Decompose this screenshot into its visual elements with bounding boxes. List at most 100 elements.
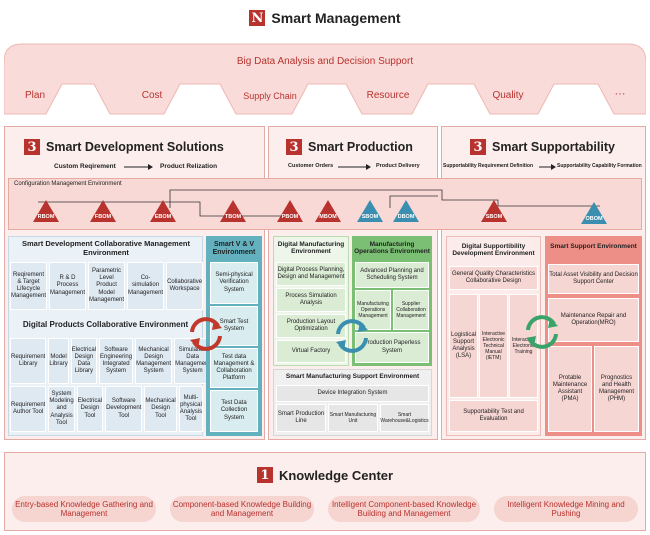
bom-node-pbom-label: PBOM (282, 214, 299, 220)
requirement-author-tile: Requirement Author Tool (10, 386, 47, 432)
sup-flow-from: Supportability Requirement Definition (443, 163, 534, 169)
dev-flow-arrow (124, 164, 153, 170)
production-layout-tile: Production Layout Optimization (276, 314, 346, 338)
dev-flow-to: Product Relization (160, 163, 218, 170)
dev-collab-title: Smart Development Collaborative Manageme… (22, 239, 190, 257)
prod-flow-to: Product Delivery (376, 163, 420, 169)
sup-header: 3 Smart Supportability (470, 139, 615, 155)
co-simulation-tile: Co-simulation Management (127, 262, 165, 310)
digital-process-tile: Digital Process Planning, Design and Man… (276, 262, 346, 286)
model-library-tile: Model Library (48, 338, 69, 384)
phm-tile: Prognostics and Health Management (PHM) (594, 346, 639, 432)
knowledge-center-badge: 1 (256, 467, 273, 483)
bom-node-sbom-label: SBOM (486, 214, 503, 220)
device-integration-tile: Device Integration System (276, 385, 429, 402)
smart-management-header: N Smart Management (4, 10, 646, 26)
virtual-factory-tile: Virtual Factory (276, 340, 346, 363)
prod-badge: 3 (286, 139, 302, 155)
dev-row2: Requirement Library Model Library Electr… (10, 338, 212, 384)
lsa-tile: Logistical Support Analysis (LSA) (449, 294, 478, 398)
moe-title: Manufacturing Operations Environment (354, 241, 430, 256)
prod-cycle-icon (336, 319, 368, 353)
prod-flow-arrow (338, 164, 371, 170)
mgmt-item-cost: Cost (141, 90, 163, 101)
sup-cycle-icon (526, 315, 558, 349)
prod-flow-from: Customer Orders (288, 163, 334, 169)
bom-node-ebom-triangle (150, 200, 176, 222)
bom-node-pbom-triangle (277, 200, 303, 222)
sup-badge: 3 (470, 139, 486, 155)
bom-node-obom-label: OBOM (585, 216, 603, 222)
simulation-data-mgmt-tile: Simulation Data Management System (174, 338, 212, 384)
bom-node-dbom-label: DBOM (398, 214, 415, 220)
bom-node-fbom-label: FBOM (95, 214, 112, 220)
dev-header: 3 Smart Development Solutions (24, 139, 224, 155)
collaborative-workspace-tile: Collaborative Workspace (166, 262, 204, 310)
dev-row3: Requirement Author Tool System Modeling … (10, 386, 204, 432)
prod-header: 3 Smart Production (286, 139, 413, 155)
parametric-model-tile: Parametric Level Product Model Managemen… (88, 262, 126, 310)
dev-row1: Reqirement & Target Lifecycle Management… (10, 262, 204, 310)
smart-management-section: N Smart Management Big Data Analysis and… (4, 4, 646, 119)
smart-management-badge: N (249, 10, 266, 26)
test-data-mgmt-tile: Test data Management & Collaboration Pla… (210, 348, 258, 388)
mgmt-item-supply-chain: Supply Chain (243, 91, 297, 101)
management-band-shape (4, 43, 646, 115)
mro-tile: Maintenance Repair and Operation(MRO) (548, 298, 639, 342)
electrical-design-library-tile: Electrical Design Data Library (70, 338, 98, 384)
digital-products-title: Digital Products Collaborative Environme… (22, 320, 189, 329)
bom-node-fbom-triangle (90, 200, 116, 222)
mgmt-item-resource: Resource (366, 90, 410, 101)
bom-node-sbom-triangle (481, 200, 507, 222)
kc-item-component-based: Component-based Knowledge Building and M… (170, 496, 314, 522)
advanced-planning-tile: Advanced Planning and Scheduling System (355, 262, 429, 288)
req-target-lifecycle-tile: Reqirement & Target Lifecycle Management (10, 262, 48, 310)
kc-item-intelligent-mining: Intelligent Knowledge Mining and Pushing (494, 496, 638, 522)
test-data-collection-tile: Test Data Collection System (210, 390, 258, 432)
big-data-band-title: Big Data Analysis and Decision Support (236, 56, 414, 67)
semi-physical-tile: Semi-physical Verification System (210, 262, 258, 304)
rd-process-tile: R & D Process Management (49, 262, 87, 310)
kc-item-entry-based: Entry-based Knowledge Gathering and Mana… (12, 496, 156, 522)
mechanical-design-mgmt-tile: Mechanical Design Management System (135, 338, 173, 384)
bom-node-obom-triangle (581, 202, 607, 224)
bom-node-tbom-label: TBOM (225, 214, 242, 220)
process-simulation-tile: Process Simulation Analysis (276, 288, 346, 312)
kc-item-intelligent-component: Intelligent Component-based Knowledge Bu… (328, 496, 480, 522)
requirement-library-tile: Requirement Library (10, 338, 47, 384)
paperless-system-tile: Production Paperless System (355, 332, 429, 363)
electrical-design-tool-tile: Electrical Design Tool (76, 386, 104, 432)
system-modeling-tile: System Modeling and Analysis Tool (48, 386, 75, 432)
dev-cycle-icon (190, 317, 222, 351)
gq-collab-design-tile: General Quality Characteristics Collabor… (449, 266, 538, 290)
bom-node-sbom-triangle (357, 200, 383, 222)
knowledge-center-title: Knowledge Center (278, 467, 394, 483)
dev-badge: 3 (24, 139, 40, 155)
bom-node-dbom-triangle (393, 200, 419, 222)
sse-title: Smart Support Environment (550, 243, 637, 250)
dev-title: Smart Development Solutions (46, 140, 224, 154)
sup-flow-arrow (539, 164, 556, 170)
multi-physical-analysis-tile: Multi-physical Analysis Tool (178, 386, 204, 432)
bom-node-tbom-triangle (220, 200, 246, 222)
smart-warehouse-tile: Smart Warehouse&Logistics (380, 404, 429, 432)
sup-title: Smart Supportability (492, 140, 615, 154)
supplier-collab-tile: Supplier Collaboration Management (393, 290, 429, 330)
config-mgmt-title: Configuration Management Environment (14, 181, 122, 187)
bom-node-rbom-triangle (33, 200, 59, 222)
dsde-title: Digital Supportibility Development Envir… (452, 243, 535, 258)
bom-node-mbom-label: MBOM (319, 214, 337, 220)
ietm-tile: Interactive Electronic Technical Manual … (479, 294, 508, 398)
software-engineering-tile: Software Engineering Integrated System (99, 338, 134, 384)
msse-title: Smart Manufacturing Support Environment (285, 373, 420, 380)
knowledge-center-header: 1 Knowledge Center (4, 467, 646, 483)
bom-node-sbom-label: SBOM (362, 214, 379, 220)
bom-node-mbom-triangle (315, 200, 341, 222)
pma-tile: Protable Maintenance Assistant (PMA) (548, 346, 592, 432)
mgmt-item-plan: Plan (24, 90, 45, 101)
mgmt-item-quality: Quality (492, 90, 524, 101)
smart-management-title: Smart Management (271, 10, 401, 26)
total-asset-visibility-tile: Total Asset Visibility and Decision Supp… (548, 264, 639, 294)
vv-title: Smart V & V Environment (212, 241, 256, 257)
